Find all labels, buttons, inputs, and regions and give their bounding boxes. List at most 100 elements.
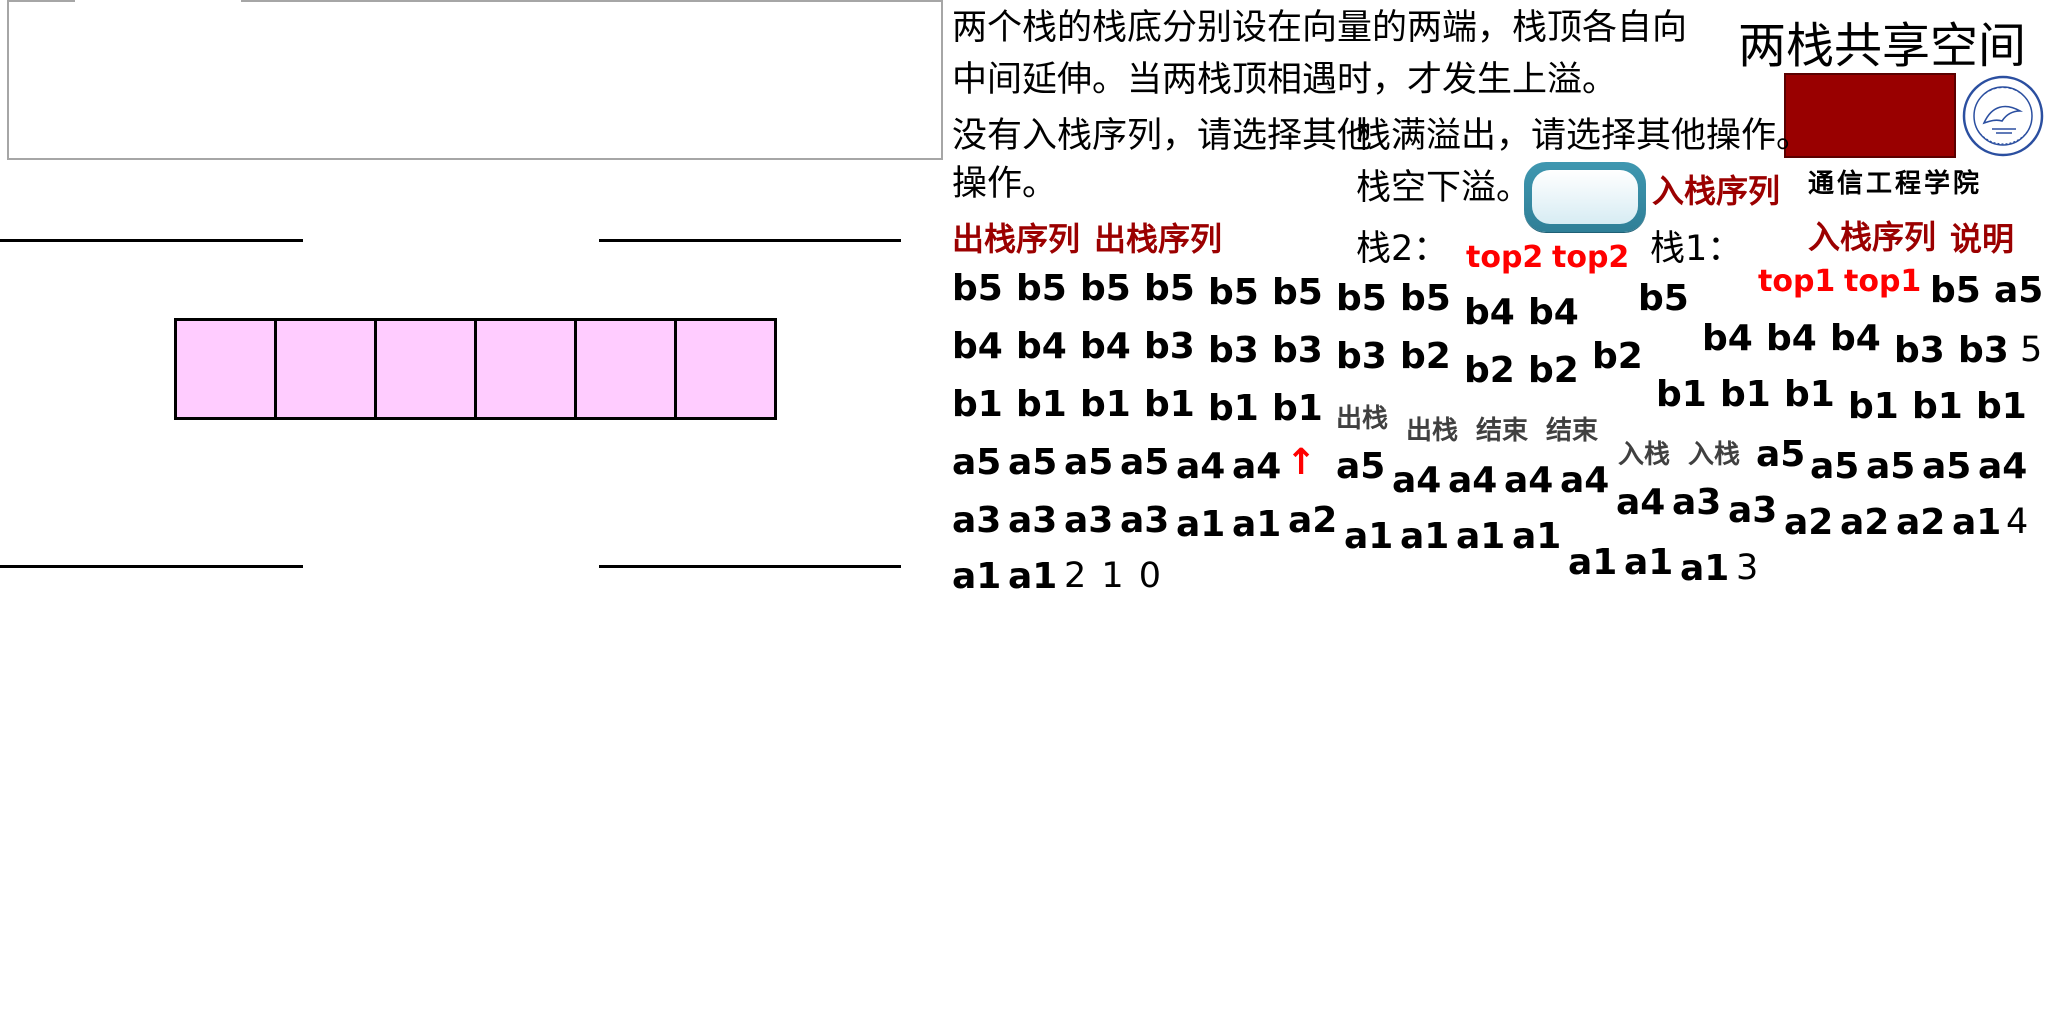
seq-token: a2 [1896,502,1946,543]
seq-token: a5 [1120,442,1170,483]
index-numbers: 2 1 0 [1064,556,1164,596]
seq-token: a1 [1568,542,1618,583]
seq-token: a2 [1840,502,1890,543]
stack-cell [677,321,774,417]
seq-token: a1 [1512,516,1562,557]
seq-token: a5 [1922,446,1972,487]
seq-token: b3 [1144,326,1195,367]
end-op-label: 结束 [1476,416,1529,446]
seq-token: b5 [1336,278,1387,319]
seq-token: a4 [1392,460,1442,501]
seq-token: b1 [1848,386,1899,427]
seq-token: b5 [1144,268,1195,309]
seq-token: b5 [1272,272,1323,313]
seq-token: b3 [1272,330,1323,371]
seq-token: a4 [1232,446,1282,487]
seq-token: a5 [1008,442,1058,483]
seq-token: b4 [1528,292,1579,333]
seq-token: a2 [1288,500,1338,541]
seq-token: b1 [1016,384,1067,425]
underflow-message: 栈空下溢。 [1356,168,1532,208]
seq-token: a4 [1504,460,1554,501]
seq-token: a4 [1978,446,2028,487]
seq-token: b5 [1930,270,1981,311]
arrow-up-icon: ↑ [1286,442,1317,483]
push-seq-label: 入栈序列 [1652,172,1781,210]
action-button[interactable] [1524,162,1646,232]
overflow-message: 栈满溢出，请选择其他操作。 [1356,116,1812,156]
seq-token: a3 [1064,500,1114,541]
stack-cell [277,321,377,417]
index-number: 5 [2020,330,2043,370]
seq-token: a5 [952,442,1002,483]
seq-token: a1 [1232,504,1282,545]
seq-token: a5 [1994,270,2044,311]
pop-seq-label: 出栈序列 [952,220,1081,258]
seq-token: b4 [1766,318,1817,359]
seq-token: b5 [1080,268,1131,309]
seq-token: b3 [1336,336,1387,377]
stack1-label: 栈1： [1650,229,1743,269]
seq-token: a1 [1176,504,1226,545]
seq-token: b4 [1830,318,1881,359]
seq-token: b5 [1400,278,1451,319]
seq-token: b1 [1144,384,1195,425]
no-push-seq-message: 没有入栈序列，请选择其他 [952,116,1373,156]
color-block [1784,73,1956,158]
index-number: 4 [2006,502,2029,542]
seq-token: b1 [952,384,1003,425]
seq-token: b3 [1208,330,1259,371]
seq-token: a4 [1616,482,1666,523]
seq-token: b5 [1638,278,1689,319]
seq-token: b2 [1528,350,1579,391]
seq-token: b4 [1080,326,1131,367]
pop-seq-label: 出栈序列 [1094,220,1223,258]
seq-token: a2 [1784,502,1834,543]
divider-line [0,565,303,568]
top1-pointer: top1 [1758,264,1836,299]
seq-token: a3 [1728,490,1778,531]
no-push-seq-message-cont: 操作。 [952,164,1058,204]
university-seal-icon [1962,75,2044,157]
stack-cell [577,321,677,417]
seq-token: a4 [1448,460,1498,501]
top2-pointer: top2 [1552,240,1630,275]
seq-token: a4 [1560,460,1610,501]
top2-pointer: top2 [1466,240,1544,275]
pop-op-label: 出栈 [1336,404,1389,434]
animation-frame-box [7,0,943,160]
stack-cell [477,321,577,417]
stack-cell [377,321,477,417]
seq-token: a5 [1064,442,1114,483]
page-title: 两栈共享空间 [1738,18,2027,74]
divider-line [599,565,901,568]
push-op-label: 入栈 [1688,440,1741,470]
seq-token: a3 [1120,500,1170,541]
college-name: 通信工程学院 [1808,169,1983,199]
seq-token: b4 [952,326,1003,367]
seq-token: a1 [952,556,1002,597]
seq-token: a1 [1008,556,1058,597]
seq-token: b2 [1592,336,1643,377]
seq-token: b4 [1702,318,1753,359]
seq-token: b5 [1016,268,1067,309]
stack-cell [177,321,277,417]
seq-token: b1 [1656,374,1707,415]
seq-token: b5 [952,268,1003,309]
explain-label: 说明 [1950,220,2015,258]
seq-token: b1 [1208,388,1259,429]
seq-token: a1 [1952,502,2002,543]
seq-token: a4 [1176,446,1226,487]
frame-gap [75,0,241,3]
seq-token: b1 [1976,386,2027,427]
description-line-2: 中间延伸。当两栈顶相遇时，才发生上溢。 [952,60,1618,100]
divider-line [599,239,901,242]
seq-token: a5 [1336,446,1386,487]
seq-token: b1 [1080,384,1131,425]
seq-token: b4 [1016,326,1067,367]
seq-token: a1 [1680,548,1730,589]
seq-token: a5 [1810,446,1860,487]
stack2-label: 栈2： [1356,229,1449,269]
seq-token: a1 [1344,516,1394,557]
seq-token: b1 [1272,388,1323,429]
